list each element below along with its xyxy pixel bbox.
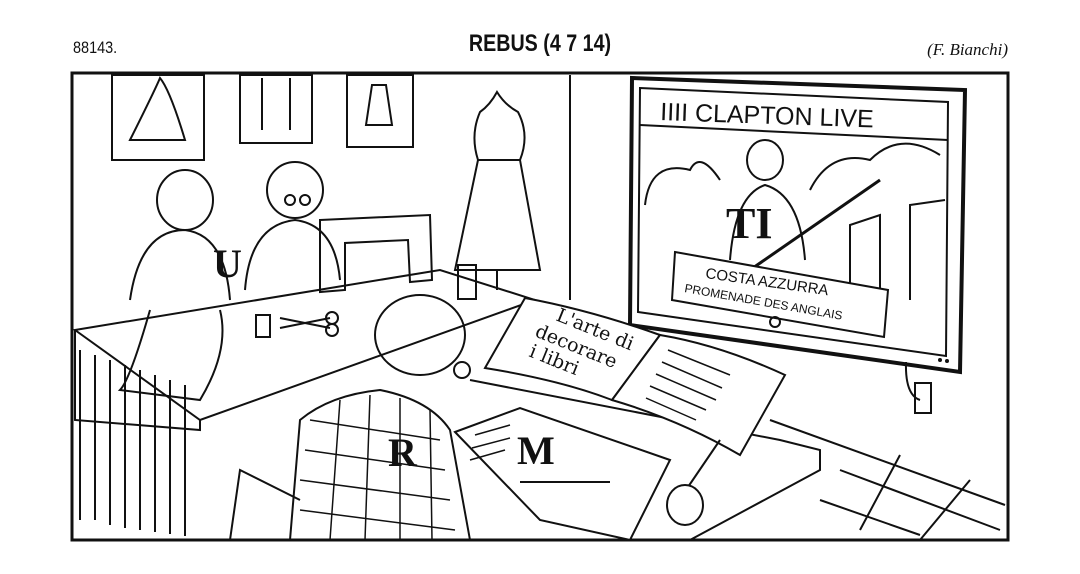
tv-screen: IIII CLAPTON LIVE TI COSTA AZZURRA PROME… [627, 75, 968, 375]
tv-power-icon [769, 316, 781, 328]
seamstress-girl [117, 169, 231, 402]
dress-mannequin [453, 89, 542, 290]
rebus-letter-m: M [517, 428, 555, 473]
power-cord [904, 361, 921, 401]
rebus-letters-ti: TI [726, 199, 772, 248]
scissors [279, 311, 339, 337]
floor-tiles [769, 419, 1006, 541]
thread-spool [255, 264, 477, 338]
dress-drawing-1 [128, 76, 187, 141]
rebus-letter-r: R [388, 430, 418, 475]
seamstress-woman [244, 161, 341, 291]
open-book: L'arte di decorare i libri [483, 296, 787, 457]
sewing-machine [319, 213, 434, 294]
puzzle-number: 88143. [73, 38, 118, 57]
illustration-frame [70, 71, 1010, 542]
sewing-table [72, 268, 539, 536]
sketch-dress-1 [111, 74, 205, 161]
guitar-neck-icon [749, 178, 881, 272]
ink-quill-icon [687, 439, 721, 488]
guitarist-head [746, 139, 784, 181]
sketch-trousers [239, 74, 313, 144]
manuscript-page [453, 406, 672, 542]
promenade-sign [670, 250, 890, 339]
puzzle-title: REBUS (4 7 14) [468, 30, 612, 57]
inkwell-icon [666, 484, 704, 526]
man-illuminator [229, 294, 471, 541]
rebus-letter-u: U [213, 241, 242, 286]
puzzle-author: (F. Bianchi) [927, 40, 1008, 59]
guitarist-body [729, 183, 806, 261]
sketch-dress-2 [346, 74, 414, 148]
wall-outlet-icon [914, 382, 932, 414]
hanging-sketches [111, 74, 414, 161]
